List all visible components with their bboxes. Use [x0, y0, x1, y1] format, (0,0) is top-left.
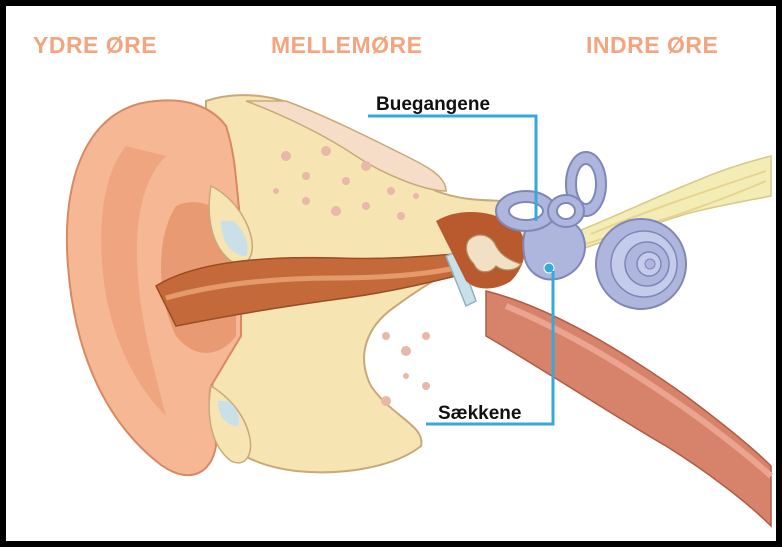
- middle-ear-label: MELLEMØRE: [271, 32, 422, 59]
- sacs-label: Sækkene: [438, 403, 521, 425]
- semicircular-canals-label: Buegangene: [376, 94, 490, 116]
- outer-ear-label: YDRE ØRE: [33, 32, 157, 59]
- eustachian-tube: [486, 291, 771, 526]
- cochlea: [596, 219, 686, 309]
- ear-anatomy-illustration: [6, 6, 776, 541]
- semicircular-canals: [496, 152, 606, 231]
- inner-ear-label: INDRE ØRE: [586, 32, 718, 59]
